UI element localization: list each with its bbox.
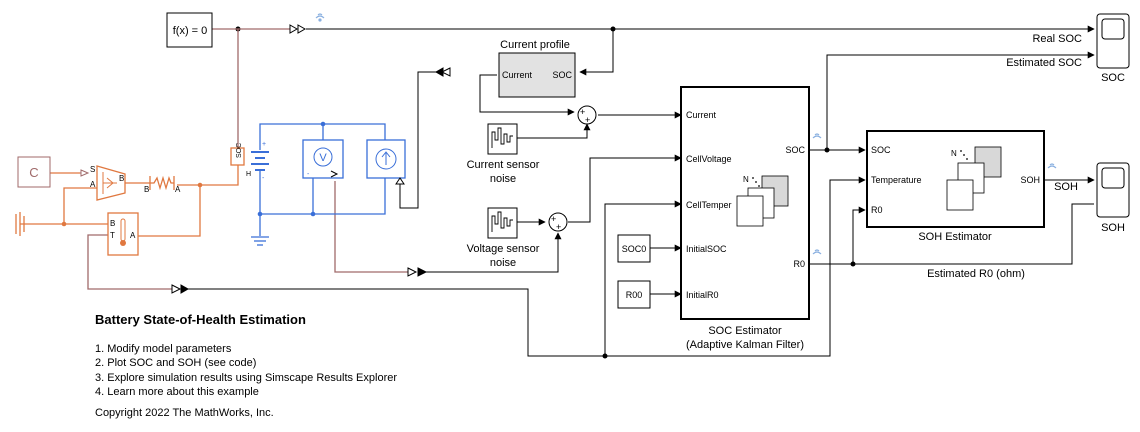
thermal-port-b: B [144,185,149,194]
link-modify-parameters[interactable]: 1. Modify model parameters [95,343,232,355]
current-profile-title: Current profile [500,39,570,51]
sum-plus-4: + [556,222,561,232]
current-profile-port-soc: SOC [552,70,572,80]
electrical-ground-icon [251,236,269,246]
current-sum-block[interactable]: + + [577,105,597,125]
temp-port-t: T [110,231,115,240]
voltage-sum-block[interactable]: + + [548,212,568,232]
soc-scope-block[interactable]: SOC [1096,13,1130,84]
thermal-reference-icon [15,212,25,236]
voltage-noise-block[interactable]: Voltage sensor noise [467,207,540,269]
soc-estimator-block[interactable]: Current CellVoltage CellTemper InitialSO… [680,86,810,351]
current-source-block[interactable] [366,139,406,185]
soh-est-n-label: N [951,149,957,158]
current-profile-port-current: Current [502,70,533,80]
transport-tag-current[interactable] [434,67,451,77]
constant-c-label: C [29,165,38,180]
soc-estimator-label-2: (Adaptive Kalman Filter) [686,339,804,351]
link-learn-more[interactable]: 4. Learn more about this example [95,386,259,398]
copyright: Copyright 2022 The MathWorks, Inc. [95,407,274,419]
soh-signal-label: SOH [1054,181,1078,193]
soc0-label: SOC0 [622,244,647,254]
voltmeter-label: V [319,152,327,164]
soh-estimator-label: SOH Estimator [918,231,992,243]
battery-port-h: H [246,171,251,178]
logging-wifi-icon-soh [1047,163,1057,169]
battery-block[interactable]: SOC H + - [230,130,269,185]
transport-tag-temperature[interactable] [171,284,190,294]
sum-plus-3: + [551,214,556,224]
soc-est-port-initialr0: InitialR0 [686,290,719,300]
fx-solver-block[interactable]: f(x) = 0 [166,12,213,48]
soh-est-port-soh: SOH [1020,175,1040,185]
r00-constant-block[interactable]: R00 [617,280,651,309]
thermal-resistance-block[interactable]: B A [144,175,181,194]
temperature-sensor-block[interactable]: B T A [107,212,139,256]
battery-port-soc: SOC [236,143,243,158]
soc-est-port-celltemper: CellTemper [686,200,732,210]
soc-scope-label: SOC [1101,72,1125,84]
stacked-subsystem-icon-soh: N [946,146,1002,211]
link-explore-results[interactable]: 3. Explore simulation results using Sims… [95,372,397,384]
fx-label: f(x) = 0 [173,25,208,37]
soc-est-port-current: Current [686,110,717,120]
sum-plus-1: + [580,107,585,117]
link-plot-soc-soh[interactable]: 2. Plot SOC and SOH (see code) [95,357,256,369]
electrical-dots [257,121,326,217]
soh-est-port-r0: R0 [871,205,883,215]
soh-estimator-block[interactable]: SOC Temperature R0 SOH N SOH Estimator [866,130,1045,243]
temp-port-b: B [110,219,115,228]
constant-c-block[interactable]: C [17,156,51,188]
soc-est-port-soc: SOC [785,145,805,155]
logging-wifi-icon-r0 [812,249,822,255]
current-noise-label-2: noise [490,173,516,185]
voltmeter-minus: - [307,171,310,178]
soc0-constant-block[interactable]: SOC0 [617,234,651,263]
voltage-noise-label-2: noise [490,257,516,269]
real-soc-signal-label: Real SOC [1032,33,1082,45]
thermal-dots [61,182,203,227]
soc-est-port-cellvoltage: CellVoltage [686,154,732,164]
soh-est-port-temperature: Temperature [871,175,922,185]
r00-label: R00 [626,290,643,300]
soc-est-port-r0: R0 [793,259,805,269]
conv-port-s: S [90,165,95,174]
current-noise-block[interactable]: Current sensor noise [467,123,540,185]
battery-minus: - [262,175,265,182]
logging-wifi-icon-soc [812,133,822,139]
soc-est-n-label: N [743,175,749,184]
thermal-lines [20,165,239,237]
model-title: Battery State-of-Health Estimation [95,312,306,327]
current-noise-label-1: Current sensor [467,159,540,171]
voltage-noise-label-1: Voltage sensor [467,243,540,255]
logging-wifi-icon [315,13,325,22]
current-profile-block[interactable]: Current profile Current SOC [498,39,576,98]
estimated-soc-signal-label: Estimated SOC [1006,57,1082,69]
thermal-port-a: A [175,185,181,194]
soh-est-port-soc: SOC [871,145,891,155]
soh-scope-label: SOH [1101,222,1125,234]
voltage-sensor-block[interactable]: V - [302,139,344,179]
ps-converter-block[interactable]: S A B [80,165,126,201]
soh-scope-block[interactable]: SOH [1096,162,1130,234]
goto-tag-real-soc[interactable] [289,24,307,34]
sum-plus-2: + [585,115,590,125]
transport-tag-voltage[interactable] [407,267,428,277]
signal-lines [188,25,1095,357]
conv-port-a: A [90,180,96,189]
soc-est-port-initialsoc: InitialSOC [686,244,727,254]
soc-estimator-label-1: SOC Estimator [708,325,782,337]
stacked-subsystem-icon: N [736,175,789,227]
battery-plus: + [262,141,266,148]
conv-port-b: B [119,174,124,183]
estimated-r0-signal-label: Estimated R0 (ohm) [927,268,1025,280]
temp-port-a: A [130,231,136,240]
